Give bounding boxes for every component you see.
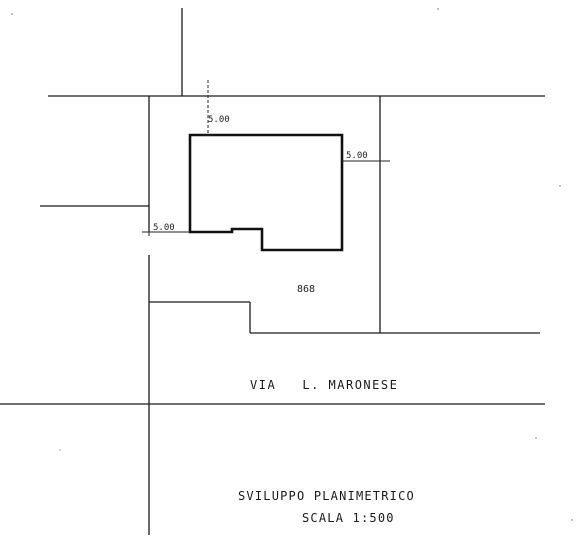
street-name-label: VIA L. MARONESE bbox=[250, 378, 398, 392]
dimension-right: 5.00 bbox=[342, 151, 390, 165]
dimension-top: 5.00 bbox=[203, 80, 230, 136]
dimension-left: 5.00 bbox=[142, 223, 190, 236]
building-footprint bbox=[188, 133, 344, 252]
dimension-right-label: 5.00 bbox=[346, 151, 368, 161]
drawing-title: SVILUPPO PLANIMETRICO bbox=[238, 489, 415, 503]
drawing-scale: SCALA 1:500 bbox=[302, 511, 395, 525]
lot-boundaries bbox=[0, 8, 545, 535]
lot-number-label: 868 bbox=[297, 284, 315, 295]
scan-specks bbox=[11, 8, 573, 521]
dimension-top-label: 5.00 bbox=[208, 115, 230, 125]
dimension-left-label: 5.00 bbox=[153, 223, 175, 233]
